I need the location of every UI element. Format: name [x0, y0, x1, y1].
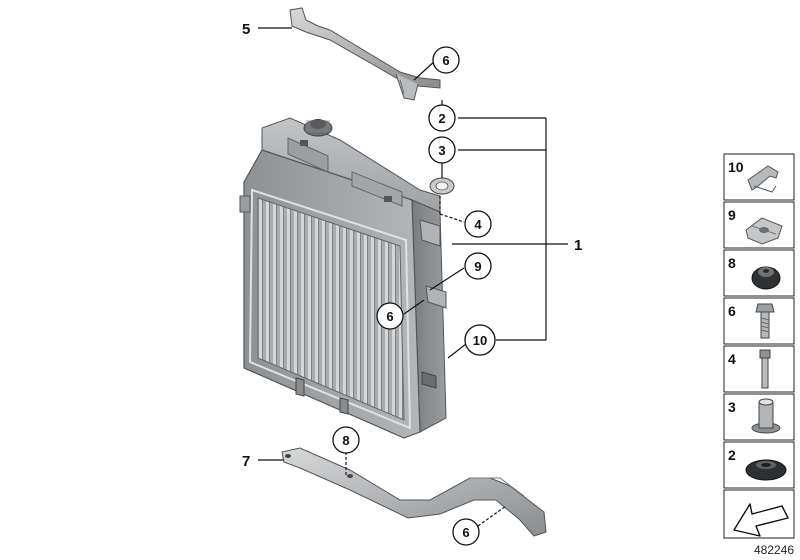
arrow-icon: [733, 503, 789, 537]
circle-callout-2: 2: [428, 104, 456, 132]
bolt-icon: [759, 349, 771, 389]
legend-item-8: 8: [723, 249, 795, 297]
circle-callout-8: 8: [332, 426, 360, 454]
leader-lines: [258, 27, 568, 527]
spring-nut-icon: [745, 217, 783, 245]
svg-text:9: 9: [728, 207, 736, 223]
circle-callout-4: 4: [464, 210, 492, 238]
legend-item-9: 9: [723, 201, 795, 249]
side-pipe: [429, 177, 455, 195]
reference-number: 482246: [754, 543, 794, 557]
svg-text:2: 2: [728, 447, 736, 463]
svg-text:2: 2: [438, 111, 445, 126]
circle-callout-6-top: 6: [432, 46, 460, 74]
lower-bracket: [281, 447, 547, 537]
circle-callout-3: 3: [428, 136, 456, 164]
svg-text:3: 3: [728, 399, 736, 415]
circle-callout-10: 10: [464, 324, 496, 356]
clip-icon: [747, 165, 779, 193]
svg-text:6: 6: [442, 53, 449, 68]
circle-callout-9: 9: [464, 252, 492, 280]
legend-item-10: 10: [723, 153, 795, 201]
circle-callout-6-bottom: 6: [452, 518, 480, 546]
parts-legend: 10 9 8: [723, 153, 795, 539]
filler-cap: [303, 119, 333, 137]
svg-text:10: 10: [473, 333, 487, 348]
legend-item-6: 6: [723, 297, 795, 345]
hex-bolt-icon: [755, 303, 775, 339]
legend-item-3: 3: [723, 393, 795, 441]
svg-text:4: 4: [728, 351, 736, 367]
svg-text:3: 3: [438, 143, 445, 158]
callout-5: 5: [242, 21, 250, 38]
radiator: [239, 117, 455, 439]
sleeve-icon: [751, 398, 781, 434]
svg-text:6: 6: [728, 303, 736, 319]
svg-text:9: 9: [474, 259, 481, 274]
legend-item-4: 4: [723, 345, 795, 393]
svg-text:6: 6: [386, 309, 393, 324]
svg-text:10: 10: [728, 159, 744, 175]
rubber-mount-icon: [751, 266, 781, 290]
svg-text:8: 8: [728, 255, 736, 271]
svg-text:4: 4: [474, 217, 482, 232]
upper-bracket: [289, 7, 441, 101]
svg-text:8: 8: [342, 433, 349, 448]
callout-7: 7: [242, 453, 250, 470]
svg-text:6: 6: [462, 525, 469, 540]
legend-item-2: 2: [723, 441, 795, 489]
grommet-icon: [745, 459, 787, 481]
callout-1: 1: [574, 237, 582, 254]
legend-arrow-box: [723, 489, 795, 539]
circle-callout-6-mid: 6: [376, 302, 404, 330]
